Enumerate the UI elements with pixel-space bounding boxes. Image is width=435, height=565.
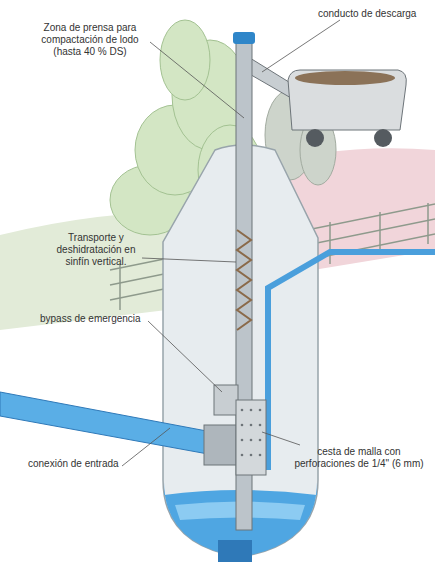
callout-label: conducto de descarga [318, 8, 430, 20]
leader-lines [122, 20, 340, 466]
trailer [288, 70, 406, 130]
bypass [214, 385, 238, 415]
return-pipe [268, 252, 435, 470]
callout-label: Zona de prensa para compactación de lodo… [30, 22, 150, 58]
leader-line [148, 321, 222, 392]
perforation [241, 409, 244, 412]
inlet-pipe [0, 392, 212, 454]
tube-cap [233, 32, 255, 44]
callout-label: bypass de emergencia [40, 313, 160, 325]
leader-line [262, 20, 340, 72]
perforation [250, 424, 253, 427]
screw-flight [237, 230, 251, 330]
perforation [250, 454, 253, 457]
sump [218, 540, 252, 562]
perforation [250, 409, 253, 412]
perforation [241, 424, 244, 427]
perforation [241, 454, 244, 457]
tree [160, 20, 210, 100]
perforation [259, 439, 262, 442]
leader-line [122, 428, 170, 466]
perforation [259, 454, 262, 457]
screen-basket [236, 400, 266, 475]
basket-perforations [241, 409, 262, 457]
perforation [241, 439, 244, 442]
callout-label: conexión de entrada [28, 458, 148, 470]
trailer-wheel [306, 129, 324, 147]
sludge-load [295, 71, 395, 85]
inlet-box [204, 425, 236, 465]
perforation [250, 439, 253, 442]
fence-post [119, 264, 121, 310]
perforation [259, 409, 262, 412]
leader-line [142, 258, 236, 262]
fence-post [379, 212, 381, 254]
callout-label: cesta de malla con perforaciones de 1/4"… [286, 446, 432, 470]
fence-post [329, 222, 331, 264]
fence-post [427, 203, 429, 244]
trailer-wheel [374, 129, 392, 147]
perforation [259, 424, 262, 427]
callout-label: Transporte y deshidratación en sinfín ve… [50, 232, 142, 268]
leader-line [262, 432, 300, 445]
leader-line [150, 42, 244, 118]
